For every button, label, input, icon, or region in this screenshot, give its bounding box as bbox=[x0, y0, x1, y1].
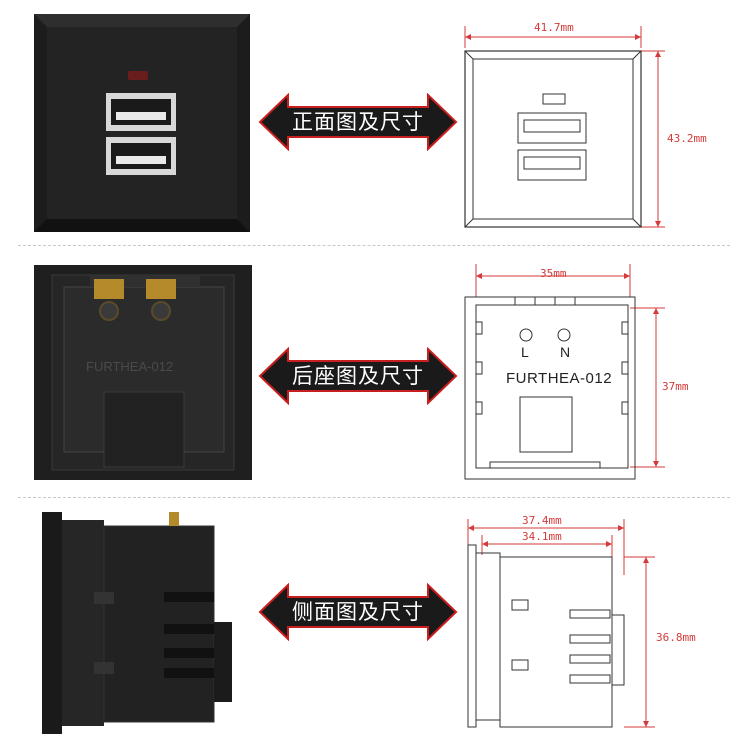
back-photo-model-text: FURTHEA-012 bbox=[86, 359, 173, 374]
side-label: 侧面图及尺寸 bbox=[292, 600, 424, 624]
front-label: 正面图及尺寸 bbox=[292, 110, 424, 134]
pin-label-l: L bbox=[521, 344, 529, 360]
divider-2 bbox=[18, 497, 730, 498]
side-inner-width-dim: 34.1mm bbox=[522, 530, 562, 543]
side-outer-width-dim: 37.4mm bbox=[522, 514, 562, 527]
front-photo bbox=[34, 14, 250, 232]
pin-label-n: N bbox=[560, 344, 571, 360]
front-width-dim: 41.7mm bbox=[534, 21, 574, 34]
back-model-text: FURTHEA-012 bbox=[506, 370, 613, 387]
side-drawing bbox=[467, 519, 655, 728]
back-photo: FURTHEA-012 bbox=[34, 265, 252, 480]
side-label-arrow: 侧面图及尺寸 bbox=[258, 583, 458, 641]
divider-1 bbox=[18, 245, 730, 246]
back-height-dim: 37mm bbox=[662, 380, 689, 393]
side-photo bbox=[42, 512, 232, 734]
front-label-arrow: 正面图及尺寸 bbox=[258, 93, 458, 151]
side-height-dim: 36.8mm bbox=[656, 631, 696, 644]
back-label: 后座图及尺寸 bbox=[292, 364, 424, 388]
back-label-arrow: 后座图及尺寸 bbox=[258, 347, 458, 405]
back-drawing bbox=[464, 264, 665, 480]
front-drawing bbox=[464, 26, 665, 228]
back-width-dim: 35mm bbox=[540, 267, 567, 280]
front-height-dim: 43.2mm bbox=[667, 132, 707, 145]
